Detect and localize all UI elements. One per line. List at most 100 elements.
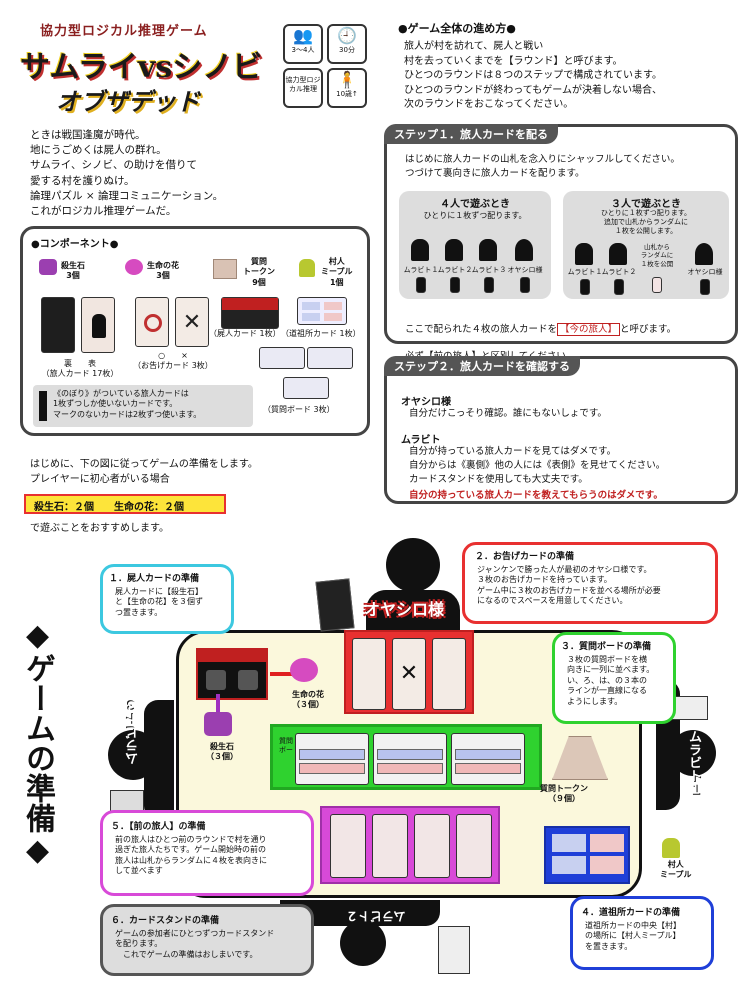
setup-step4-text: 道祖所カードの中央【村】 の場所に【村人ミープル】 を置きます。 — [585, 921, 681, 951]
oyashiro-card-stand — [315, 578, 355, 632]
game-title: サムライvsシノビ — [20, 50, 263, 85]
red-arrow-icon — [270, 672, 294, 676]
step1-text: はじめに旅人カードの山札を念入りにシャッフルしてください。 つづけて裏向きに旅人… — [405, 154, 680, 179]
oyashiro-icon-2 — [695, 243, 713, 265]
flow-title: ●ゲーム全体の進め方● — [398, 22, 516, 35]
beginner-highlight: 殺生石：２個 生命の花：２個 — [24, 494, 226, 514]
token-cubes-icon — [213, 259, 237, 279]
setup-step2-text: ジャンケンで勝った人が最初のオヤシロ様です。 ３枚のお告げカードを持っています。… — [477, 565, 661, 606]
corpse-card-caption: （屍人カード 1枚） — [209, 329, 281, 338]
murabito-title: ムラビト — [401, 435, 441, 446]
step2-panel: ステップ２．旅人カードを確認する オヤシロ様 自分だけこっそり確認。誰にもないし… — [384, 356, 738, 504]
stone-cluster-icon — [204, 712, 232, 736]
killing-stone-icon — [39, 259, 57, 275]
setup-vertical-title: ◆ゲームの準備◆ — [20, 618, 55, 868]
question-board-3 — [283, 377, 329, 399]
meeple-icon-5 — [609, 243, 627, 265]
label-oyashiro: オヤシロ様 — [507, 266, 543, 274]
component-question-token: 質問 トークン 9個 — [243, 257, 275, 287]
setup-step2: ２．お告げカードの準備 ジャンケンで勝った人が最初のオヤシロ様です。 ３枚のお告… — [462, 542, 718, 624]
setup-step6-title: ６．カードスタンドの準備 — [111, 916, 220, 926]
meeple-icon-1 — [411, 239, 429, 261]
question-board-1 — [259, 347, 305, 369]
travel-place-caption: （道祖所カード 1枚） — [281, 329, 361, 338]
meeple-icon-3 — [479, 239, 497, 261]
players-badge: 👥 3〜4人 — [283, 24, 323, 64]
game-title-sub: オブザデッド — [56, 88, 200, 116]
previous-traveler-area — [320, 806, 500, 884]
components-note-text: 《のぼり》がついている旅人カードは 1枚ずつしか使いないカードです。 マークのな… — [53, 389, 202, 419]
people-icon: 👥 — [293, 26, 313, 45]
label-murabito3: ムラビト３ — [471, 266, 507, 274]
corpse-card — [221, 297, 279, 329]
clock-icon: 🕘 — [337, 26, 357, 45]
oracle-card-circle — [135, 297, 169, 347]
components-title: ●コンポーネント● — [31, 239, 119, 250]
label-murabito2: ムラビト２ — [437, 266, 473, 274]
setup-step6: ６．カードスタンドの準備 ゲームの参加者にひとつずつカードスタンド を配ります。… — [100, 904, 314, 976]
three-player-title: ３人で遊ぶとき — [611, 199, 681, 210]
travel-place-area — [544, 826, 630, 884]
meeple-icon — [299, 259, 315, 277]
purple-arrow-icon — [216, 694, 220, 712]
components-note: 《のぼり》がついている旅人カードは 1枚ずつしか使いないカードです。 マークのな… — [33, 385, 253, 427]
step1-note-prefix: ここで配られた４枚の旅人カードを — [405, 323, 558, 335]
intro-text: ときは戦国逢魔が時代。 地にうごめくは屍人の群れ。 サムライ、シノビ、の助けを借… — [30, 129, 224, 218]
setup-step5-text: 前の旅人はひとつ前のラウンドで村を通り 過ぎた旅人たちです。ゲーム開始時の前の … — [115, 835, 267, 876]
age-badge: 🧍 10歳↑ — [327, 68, 367, 108]
flower-cluster-icon — [290, 658, 318, 682]
murabito3-label: ムラビト３ — [126, 700, 141, 765]
setup-step5-title: ５．【前の旅人】の準備 — [111, 822, 206, 832]
oracle-card-2: ✕ — [392, 638, 426, 710]
component-killing-stone: 殺生石 3個 — [61, 261, 85, 281]
time-badge: 🕘 30分 — [327, 24, 367, 64]
setup-step5: ５．【前の旅人】の準備 前の旅人はひとつ前のラウンドで村を通り 過ぎた旅人たちで… — [100, 810, 314, 896]
four-player-box: ４人で遊ぶとき ひとりに１枚ずつ配ります。 ムラビト１ ムラビト２ ムラビト３ … — [399, 191, 551, 299]
killing-stone-label: 殺生石 （３個） — [206, 742, 238, 762]
villager-meeple-icon — [662, 838, 680, 858]
corpse-card-area — [196, 648, 268, 700]
components-panel: ●コンポーネント● 殺生石 3個 生命の花 3個 質問 トークン 9個 村人 ミ… — [20, 226, 370, 436]
traveler-cards-caption: 裏 表 （旅人カード 17枚） — [41, 359, 119, 379]
step2-title: ステップ２．旅人カードを確認する — [384, 356, 580, 376]
traveler-card-front — [81, 297, 115, 353]
step1-panel: ステップ１．旅人カードを配る はじめに旅人カードの山札を念入りにシャッフルしてく… — [384, 124, 738, 362]
four-player-title: ４人で遊ぶとき — [440, 199, 510, 210]
murabito1-label: ムラビト１ — [686, 730, 701, 795]
component-villager-meeple: 村人 ミープル 1個 — [321, 257, 353, 287]
setup-step6-text: ゲームの参加者にひとつずつカードスタンド を配ります。 これでゲームの準備はおし… — [115, 929, 275, 959]
question-token-label: 質問トークン （９個） — [540, 784, 588, 804]
travel-place-card — [297, 297, 347, 325]
label-murabito1: ムラビト１ — [403, 266, 439, 274]
circle-mark-icon — [144, 314, 162, 332]
life-flower-icon — [125, 259, 143, 275]
oyashiro-text: 自分だけこっそり確認。誰にもないしょです。 — [409, 408, 607, 419]
players-value: 3〜4人 — [291, 46, 315, 54]
oracle-area: ✕ — [344, 630, 474, 714]
murabito2-label: ムラビト２ — [346, 909, 406, 923]
setup-step1-text: 屍人カードに【殺生石】 と【生命の花】を３個ず つ置きます。 — [115, 587, 203, 617]
label3-murabito2: ムラビト２ — [601, 268, 637, 276]
oracle-card-3 — [432, 638, 466, 710]
question-board-area: 質問 ボード — [270, 724, 542, 790]
label3-random: 山札から ランダムに １枚を公開 — [640, 243, 674, 268]
oyashiro-icon — [515, 239, 533, 261]
genre-badge: 協力型ロジカル推理 — [283, 68, 323, 108]
step1-note-suffix: と呼びます。 — [620, 323, 677, 335]
murabito3-silhouette — [104, 700, 174, 820]
question-board-2 — [307, 347, 353, 369]
traveler-card-back — [41, 297, 75, 353]
oyashiro-title: オヤシロ様 — [401, 397, 451, 408]
ninja-icon — [92, 314, 106, 338]
question-board-caption: （質問ボード 3枚） — [263, 405, 335, 414]
board-label: 質問 ボード — [279, 737, 300, 755]
three-player-box: ３人で遊ぶとき ひとりに１枚ずつ配ります。 追加で山札からランダムに １枚を公開… — [563, 191, 729, 299]
setup-step3: ３．質問ボードの準備 ３枚の質問ボードを横 向きに一列に並べます。 い、ろ、は、… — [552, 632, 676, 724]
person-icon: 🧍 — [337, 70, 357, 89]
meeple-icon-2 — [445, 239, 463, 261]
label3-oyashiro: オヤシロ様 — [687, 268, 723, 276]
step1-title: ステップ１．旅人カードを配る — [384, 124, 558, 144]
setup-step2-title: ２．お告げカードの準備 — [475, 552, 575, 562]
setup-intro-text: はじめに、下の図に従ってゲームの準備をします。 プレイヤーに初心者がいる場合 — [30, 459, 258, 485]
oracle-cards-caption: ○ × （お告げカード 3枚） — [133, 351, 213, 371]
